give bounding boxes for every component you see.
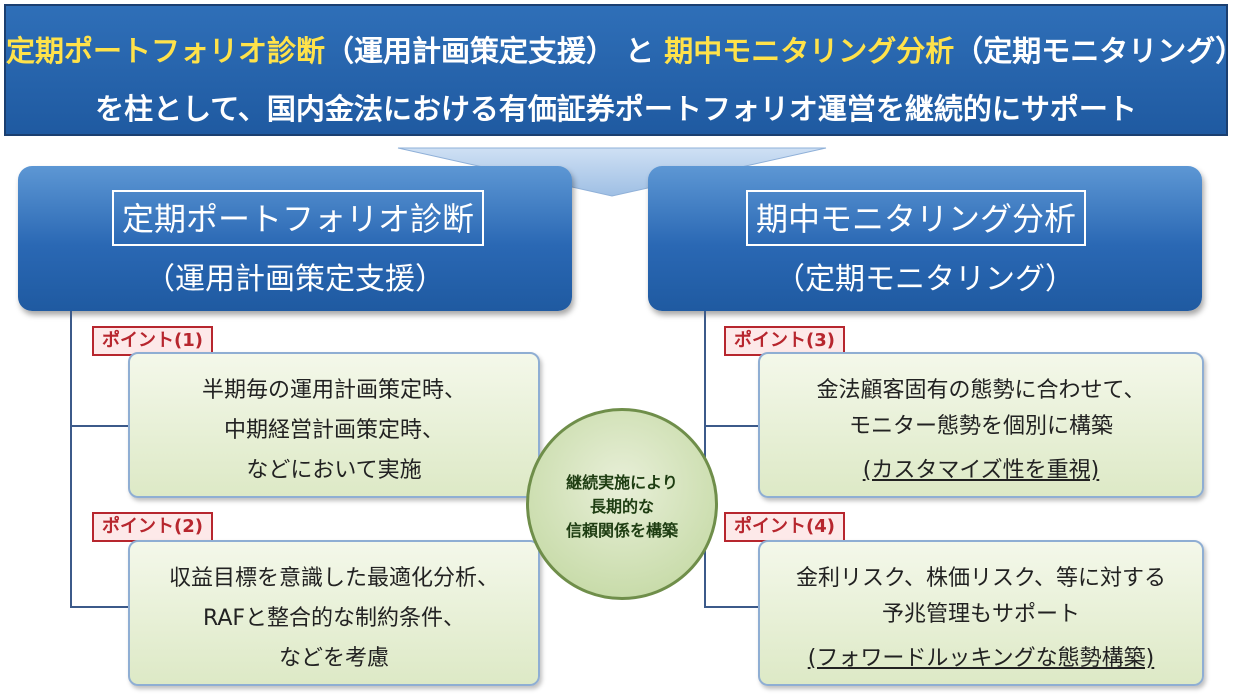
point-4-tag: ポイント(4) bbox=[724, 512, 845, 542]
banner-highlight-monitoring: 期中モニタリング分析 bbox=[664, 34, 955, 68]
point-4-box: 金利リスク、株価リスク、等に対する 予兆管理もサポート (フォワードルッキングな… bbox=[758, 540, 1204, 686]
point-4-line-1: 金利リスク、株価リスク、等に対する bbox=[795, 566, 1167, 591]
point-4-line-2: 予兆管理もサポート bbox=[881, 602, 1080, 627]
banner-line-1: 定期ポートフォリオ診断（運用計画策定支援） と 期中モニタリング分析（定期モニタ… bbox=[6, 28, 1236, 70]
point-1-line-3: などにおいて実施 bbox=[246, 458, 422, 483]
point-1-line-1: 半期毎の運用計画策定時、 bbox=[201, 378, 466, 403]
point-2-line-3: などを考慮 bbox=[278, 646, 389, 671]
point-3-line-2: モニター態勢を個別に構築 bbox=[848, 414, 1113, 439]
point-2-box: 収益目標を意識した最適化分析、 RAFと整合的な制約条件、 などを考慮 bbox=[128, 540, 540, 686]
right-connector-branch-1 bbox=[704, 425, 760, 427]
point-2-line-2: RAFと整合的な制約条件、 bbox=[202, 606, 466, 631]
trust-circle: 継続実施により 長期的な 信頼関係を構築 bbox=[526, 408, 718, 600]
diagnosis-box: 定期ポートフォリオ診断 （運用計画策定支援） bbox=[18, 166, 572, 311]
circle-line-1: 継続実施により bbox=[566, 473, 678, 492]
point-3-line-1: 金法顧客固有の態勢に合わせて、 bbox=[816, 378, 1146, 403]
banner-text-and: と bbox=[625, 34, 655, 68]
point-1-line-2: 中期経営計画策定時、 bbox=[223, 418, 444, 443]
left-connector-vertical bbox=[70, 311, 72, 608]
diagnosis-title: 定期ポートフォリオ診断 bbox=[112, 190, 485, 246]
right-connector-branch-2 bbox=[704, 606, 760, 608]
point-3-box: 金法顧客固有の態勢に合わせて、 モニター態勢を個別に構築 (カスタマイズ性を重視… bbox=[758, 352, 1204, 498]
left-connector-branch-1 bbox=[70, 425, 128, 427]
banner-text-planning: （運用計画策定支援） bbox=[325, 34, 616, 68]
banner-highlight-diagnosis: 定期ポートフォリオ診断 bbox=[6, 34, 326, 68]
point-2-tag: ポイント(2) bbox=[92, 512, 213, 542]
point-3-tag: ポイント(3) bbox=[724, 326, 845, 356]
left-connector-branch-2 bbox=[70, 606, 128, 608]
circle-line-2: 長期的な bbox=[589, 497, 654, 516]
banner-text-periodic: （定期モニタリング） bbox=[954, 34, 1236, 68]
diagnosis-subtitle: （運用計画策定支援） bbox=[145, 262, 445, 297]
banner-line-2: を柱として、国内金法における有価証券ポートフォリオ運営を継続的にサポート bbox=[95, 92, 1137, 126]
monitoring-box: 期中モニタリング分析 （定期モニタリング） bbox=[648, 166, 1202, 311]
point-2-line-1: 収益目標を意識した最適化分析、 bbox=[168, 566, 499, 591]
circle-line-3: 信頼関係を構築 bbox=[565, 521, 678, 540]
point-3-emphasis: (カスタマイズ性を重視) bbox=[862, 458, 1100, 483]
point-4-emphasis: (フォワードルッキングな態勢構築) bbox=[807, 646, 1155, 671]
monitoring-subtitle: （定期モニタリング） bbox=[775, 262, 1075, 297]
monitoring-title: 期中モニタリング分析 bbox=[746, 190, 1087, 246]
header-banner: 定期ポートフォリオ診断（運用計画策定支援） と 期中モニタリング分析（定期モニタ… bbox=[4, 4, 1236, 136]
point-1-box: 半期毎の運用計画策定時、 中期経営計画策定時、 などにおいて実施 bbox=[128, 352, 540, 498]
